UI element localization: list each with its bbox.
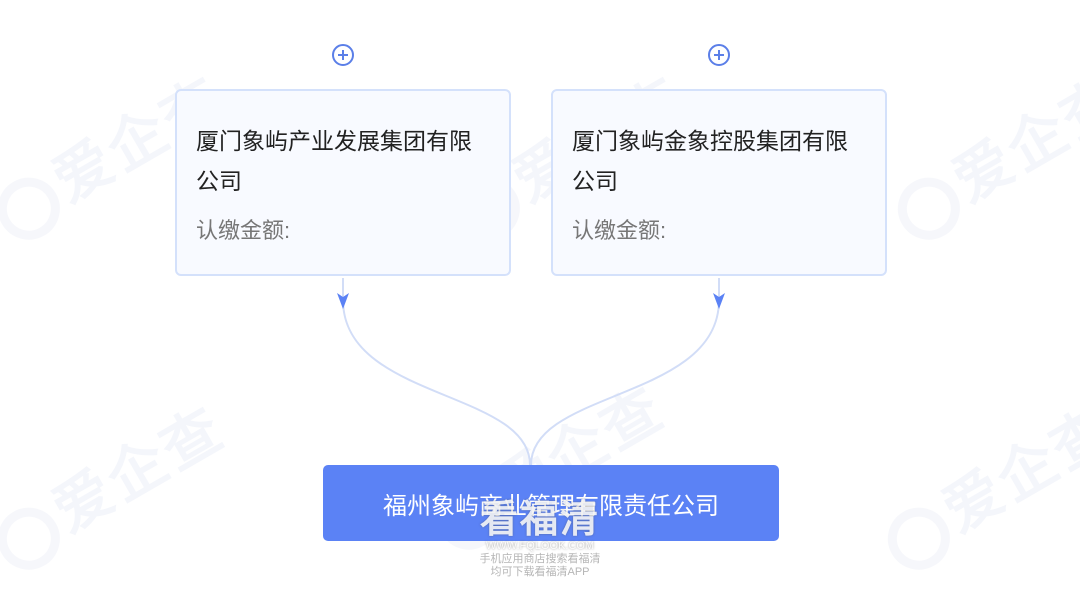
- shareholder-card[interactable]: 厦门象屿金象控股集团有限公司 认缴金额:: [551, 89, 887, 276]
- shareholder-card[interactable]: 厦门象屿产业发展集团有限公司 认缴金额:: [175, 89, 511, 276]
- stamp-line2: 均可下载看福清APP: [490, 566, 590, 578]
- subscribed-amount-label: 认缴金额:: [572, 218, 667, 243]
- expand-plus-icon[interactable]: [332, 44, 354, 66]
- arrow-right: [713, 293, 725, 309]
- stamp-url: WWW.FQLOOK.COM: [485, 540, 595, 552]
- shareholder-name[interactable]: 厦门象屿产业发展集团有限公司: [196, 128, 472, 194]
- arrow-left: [337, 293, 349, 309]
- stamp-line1: 手机应用商店搜索看福清: [479, 553, 601, 565]
- connector-right: [530, 278, 720, 466]
- subscribed-amount-label: 认缴金额:: [196, 218, 291, 243]
- company-name: 福州象屿商业管理有限责任公司: [383, 492, 719, 520]
- site-watermark-stamp: 看福清 WWW.FQLOOK.COM 手机应用商店搜索看福清 均可下载看福清AP…: [470, 500, 610, 579]
- expand-plus-icon[interactable]: [708, 44, 730, 66]
- connector-left: [342, 278, 531, 466]
- company-node[interactable]: 福州象屿商业管理有限责任公司: [323, 465, 779, 541]
- shareholder-name[interactable]: 厦门象屿金象控股集团有限公司: [572, 128, 848, 194]
- stamp-brand: 看福清: [479, 499, 600, 541]
